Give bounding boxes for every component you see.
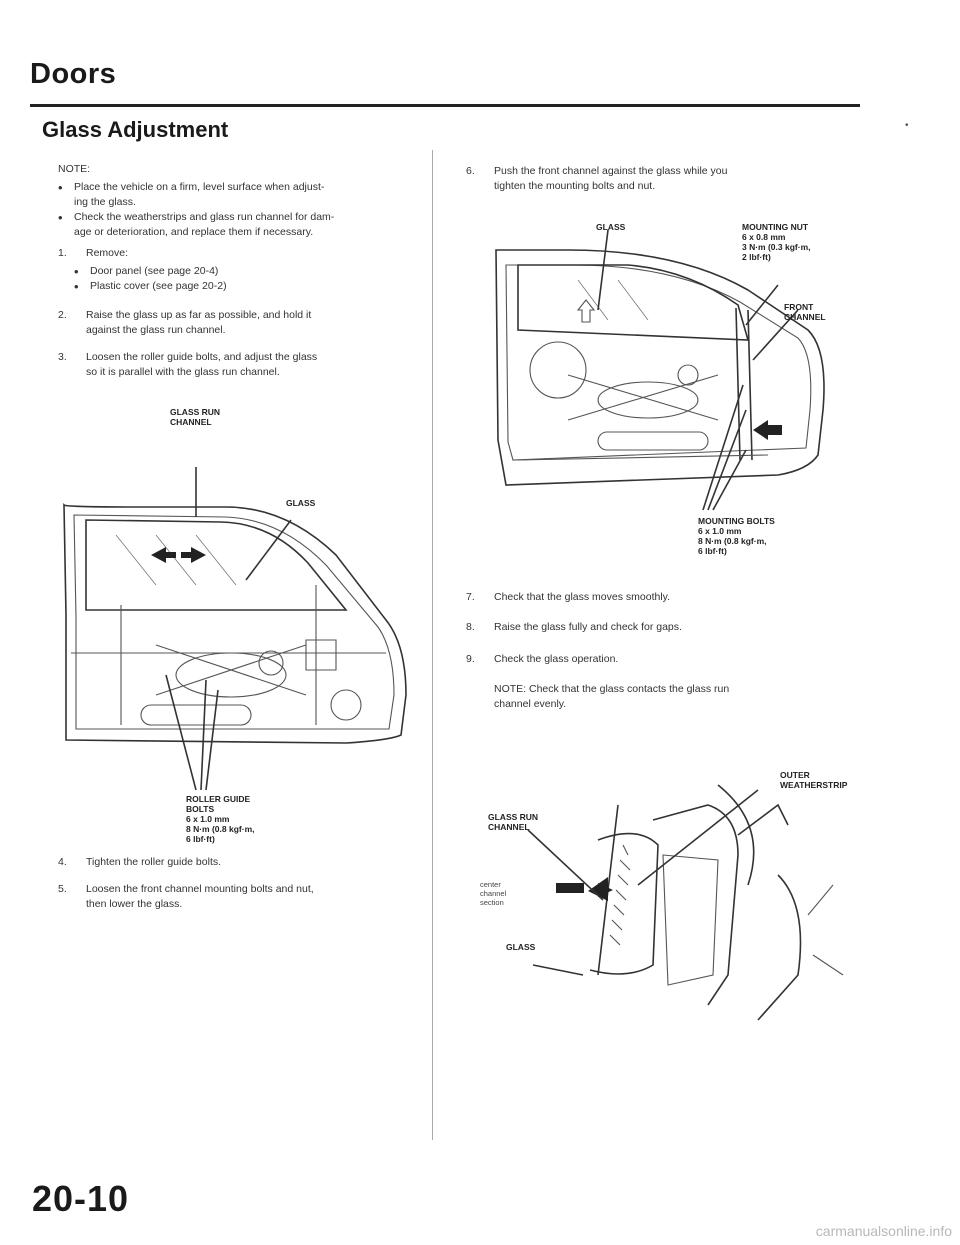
note-list: Place the vehicle on a firm, level surfa…	[58, 180, 418, 240]
note-item: Place the vehicle on a firm, level surfa…	[58, 180, 418, 210]
step-3: 3. Loosen the roller guide bolts, and ad…	[58, 351, 318, 378]
page-number: 20-10	[32, 1178, 130, 1219]
section-title: Doors	[30, 58, 117, 90]
step-1-items: Door panel (see page 20-4) Plastic cover…	[74, 264, 414, 294]
label-mounting-nut: MOUNTING NUT 6 x 0.8 mm 3 N·m (0.3 kgf·m…	[742, 222, 811, 262]
column-divider	[432, 150, 433, 1140]
step-1: 1.Remove:	[58, 247, 129, 259]
list-item: Door panel (see page 20-4)	[74, 264, 414, 279]
watermark: carmanualsonline.info	[815, 1223, 952, 1239]
note-label: NOTE:	[58, 163, 91, 175]
step-9: 9.Check the glass operation.	[466, 653, 619, 665]
figure-weatherstrip	[478, 745, 858, 1030]
label-glass-2: GLASS	[596, 222, 626, 232]
door-diagram-3	[527, 784, 844, 1021]
label-glass-3: GLASS	[506, 942, 536, 952]
label-mounting-bolts: MOUNTING BOLTS 6 x 1.0 mm 8 N·m (0.8 kgf…	[698, 516, 775, 556]
list-item: Plastic cover (see page 20-2)	[74, 279, 414, 294]
door-diagram-1	[63, 467, 407, 791]
header-rule	[30, 104, 860, 107]
step-6: 6. Push the front channel against the gl…	[466, 165, 728, 192]
note-item: Check the weatherstrips and glass run ch…	[58, 210, 418, 240]
figure-roller-guide	[46, 395, 426, 830]
page-subtitle: Glass Adjustment	[42, 117, 229, 142]
corner-mark: •	[905, 120, 909, 131]
label-roller-guide-bolts: ROLLER GUIDE BOLTS 6 x 1.0 mm 8 N·m (0.8…	[186, 794, 255, 844]
step-8: 8.Raise the glass fully and check for ga…	[466, 621, 682, 633]
step-2: 2. Raise the glass up as far as possible…	[58, 309, 312, 336]
step-7: 7.Check that the glass moves smoothly.	[466, 591, 671, 603]
step-4: 4.Tighten the roller guide bolts.	[58, 856, 222, 868]
figure-mounting-bolts	[478, 210, 858, 580]
door-diagram-2	[495, 229, 825, 511]
label-glass: GLASS	[286, 498, 316, 508]
label-center-channel-section: center channel section	[480, 880, 507, 907]
step-5: 5. Loosen the front channel mounting bol…	[58, 883, 314, 910]
note-2: NOTE: Check that the glass contacts the …	[494, 683, 730, 710]
